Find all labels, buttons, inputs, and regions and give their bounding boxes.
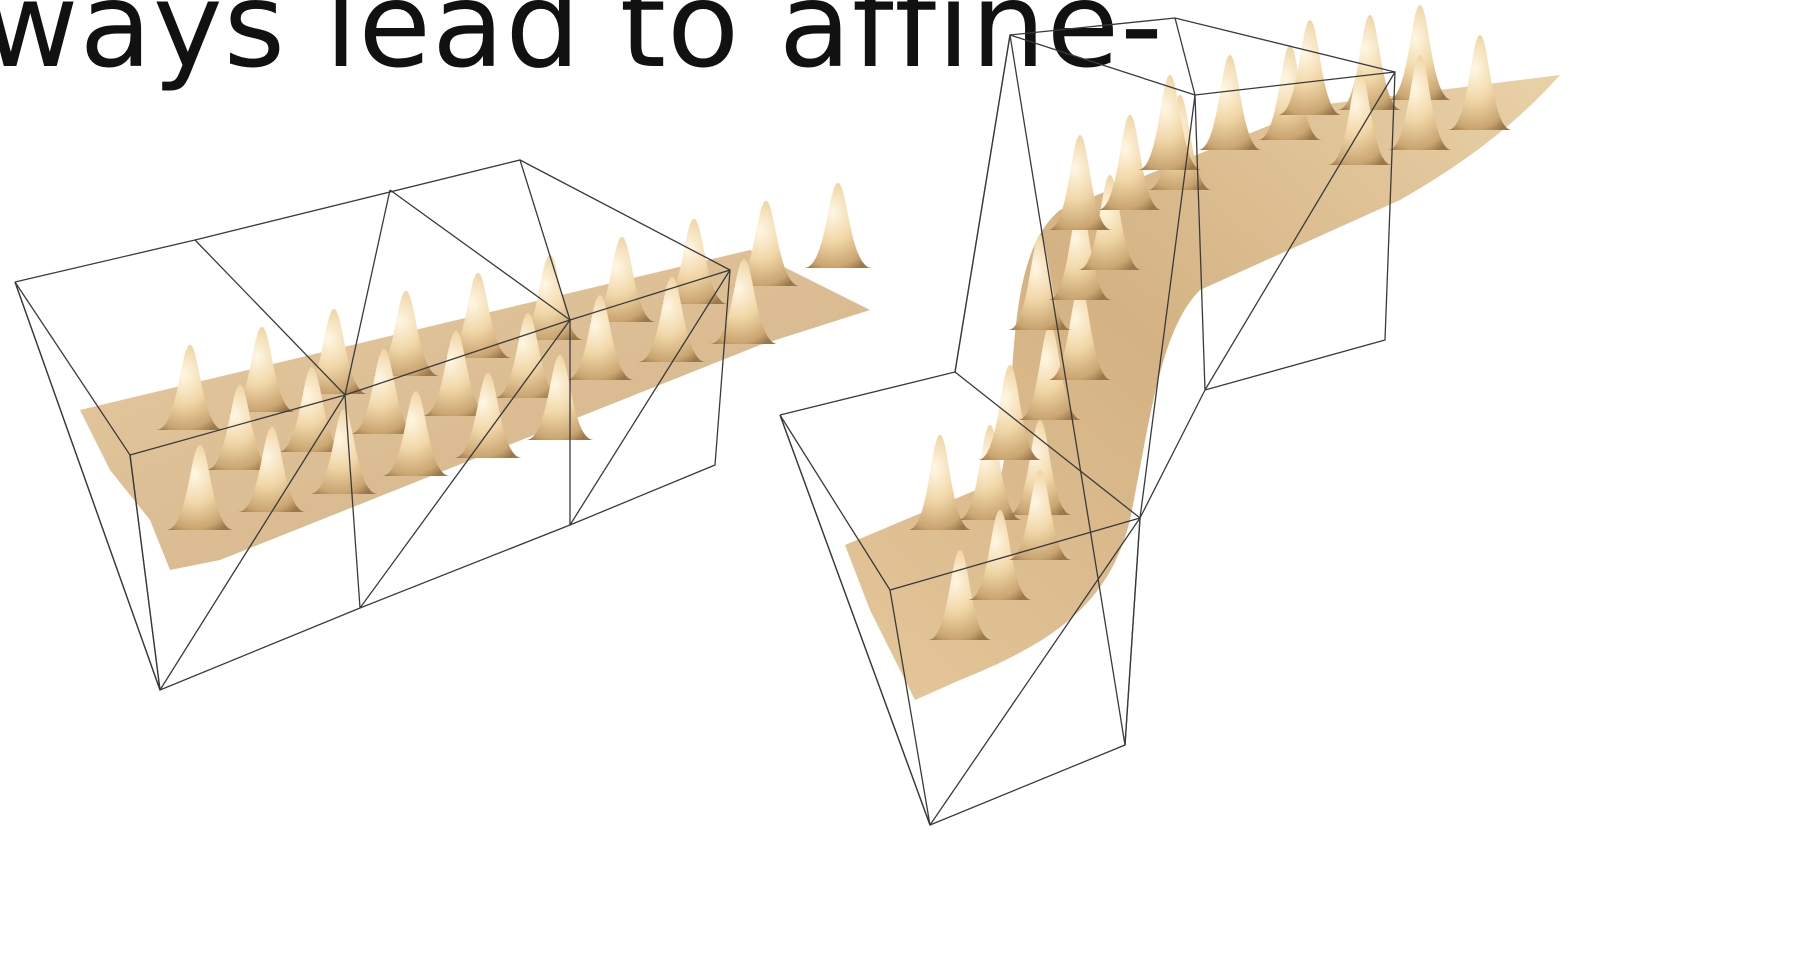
left-figure xyxy=(15,160,872,690)
surface-bump xyxy=(1338,15,1402,110)
right-bumps xyxy=(908,5,1512,640)
surface-bump xyxy=(804,183,872,268)
right-figure xyxy=(780,5,1560,825)
